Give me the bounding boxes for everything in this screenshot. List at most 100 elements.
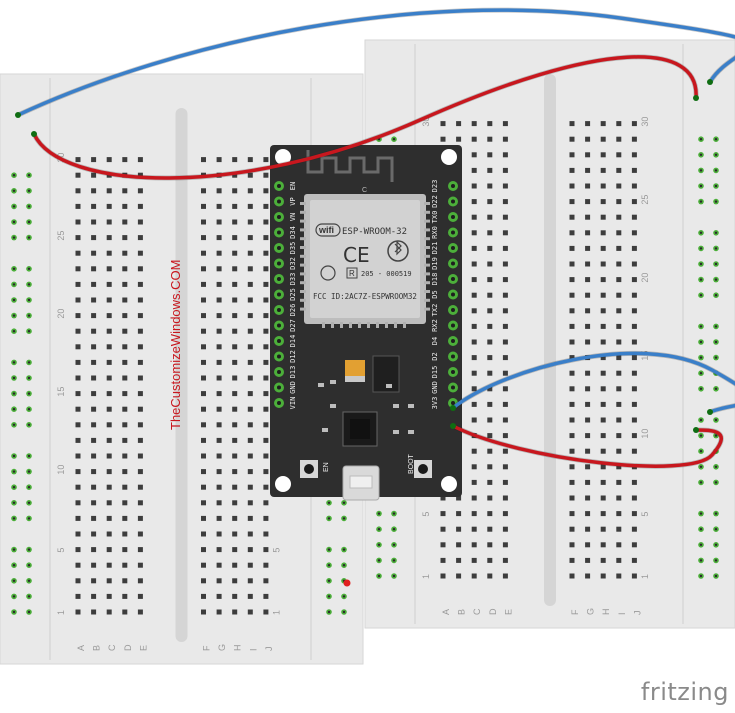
wifi-logo-text: wifi [318,225,334,235]
breadboard-hole [585,230,591,236]
rail-hole-center [699,559,703,562]
breadboard-hole [631,417,637,423]
breadboard-hole [616,355,622,361]
breadboard-hole [569,433,575,439]
rail-hole-center [342,610,346,614]
breadboard-hole [600,542,606,548]
breadboard-hole [247,578,253,584]
breadboard-hole [471,199,477,205]
wire-endpoint [693,427,699,433]
breadboard-hole [616,526,622,532]
breadboard-hole [502,199,508,205]
breadboard-hole [106,609,112,615]
breadboard-hole [471,230,477,236]
breadboard-hole [471,511,477,517]
row-number: 30 [421,117,431,127]
breadboard-hole [91,531,97,537]
breadboard-hole [502,370,508,376]
breadboard-hole [502,308,508,314]
breadboard-hole [585,526,591,532]
breadboard-hole [91,328,97,334]
rail-hole-center [699,278,703,281]
module-pad [300,202,306,205]
breadboard-hole [75,484,81,490]
breadboard-hole [137,235,143,241]
breadboard-hole [91,203,97,209]
row-number: 10 [56,465,66,475]
breadboard-hole [502,136,508,142]
breadboard-hole [263,437,269,443]
breadboard-hole [106,281,112,287]
breadboard-hole [91,515,97,521]
smd-component [408,430,414,434]
breadboard-hole [201,391,206,397]
breadboard-hole [585,557,591,563]
breadboard-hole [137,219,143,225]
breadboard-hole [137,313,143,319]
module-pad [424,263,430,267]
rail-hole-center [27,579,31,582]
breadboard-hole [216,328,222,334]
rail-hole-center [714,465,718,468]
breadboard-hole [122,453,128,459]
rail-hole-center [392,574,396,578]
breadboard-hole [247,375,253,381]
breadboard-hole [137,593,143,599]
breadboard-hole [137,531,143,537]
breadboard-hole [487,355,493,361]
module-pad [300,263,306,267]
breadboard-hole [616,464,622,470]
breadboard-hole [247,281,253,287]
breadboard-hole [232,297,238,303]
breadboard-hole [75,266,81,272]
breadboard-hole [600,355,606,361]
breadboard-hole [471,417,477,423]
breadboard-hole [585,308,591,314]
reg-box [346,267,358,279]
breadboard-hole [106,531,112,537]
breadboard-hole [616,183,622,189]
pin-label-right: D5 [431,290,439,298]
rail-hole-center [12,470,16,473]
rail-hole-center [27,205,31,208]
breadboard-hole [569,183,575,189]
breadboard-hole [91,422,97,428]
rail-hole-center [699,138,703,141]
column-letter: I [617,612,627,615]
module-name: ESP-WROOM-32 [342,227,407,237]
breadboard-hole [471,245,477,251]
breadboard-hole [201,344,206,350]
breadboard-hole [569,370,575,376]
module-pad [424,290,430,293]
breadboard-hole [247,547,253,553]
header-pin-hole [277,339,281,343]
breadboard-hole [122,203,128,209]
breadboard-hole [247,297,253,303]
breadboard-hole [471,277,477,283]
header-pin-hole [451,385,455,390]
breadboard-hole [75,391,81,397]
breadboard-hole [216,531,222,537]
pin-label-right: D19 [431,257,439,270]
header-pin-hole [451,354,455,359]
pin-label-right: GND [431,381,439,394]
breadboard-hole [600,511,606,517]
module-pad [424,307,430,311]
breadboard-hole [487,214,493,220]
rail-hole-center [714,325,718,328]
breadboard-hole [440,511,446,517]
breadboard-hole [471,121,477,127]
breadboard-hole [91,469,97,475]
breadboard-hole [502,526,508,532]
breadboard-hole [569,479,575,485]
breadboard-hole [585,479,591,485]
breadboard-hole [616,386,622,392]
breadboard-hole [75,203,81,209]
breadboard-hole [75,375,81,381]
breadboard-hole [569,323,575,329]
breadboard-hole [91,593,97,599]
breadboard-hole [487,573,493,579]
breadboard-hole [263,250,269,256]
breadboard-hole [631,339,637,345]
